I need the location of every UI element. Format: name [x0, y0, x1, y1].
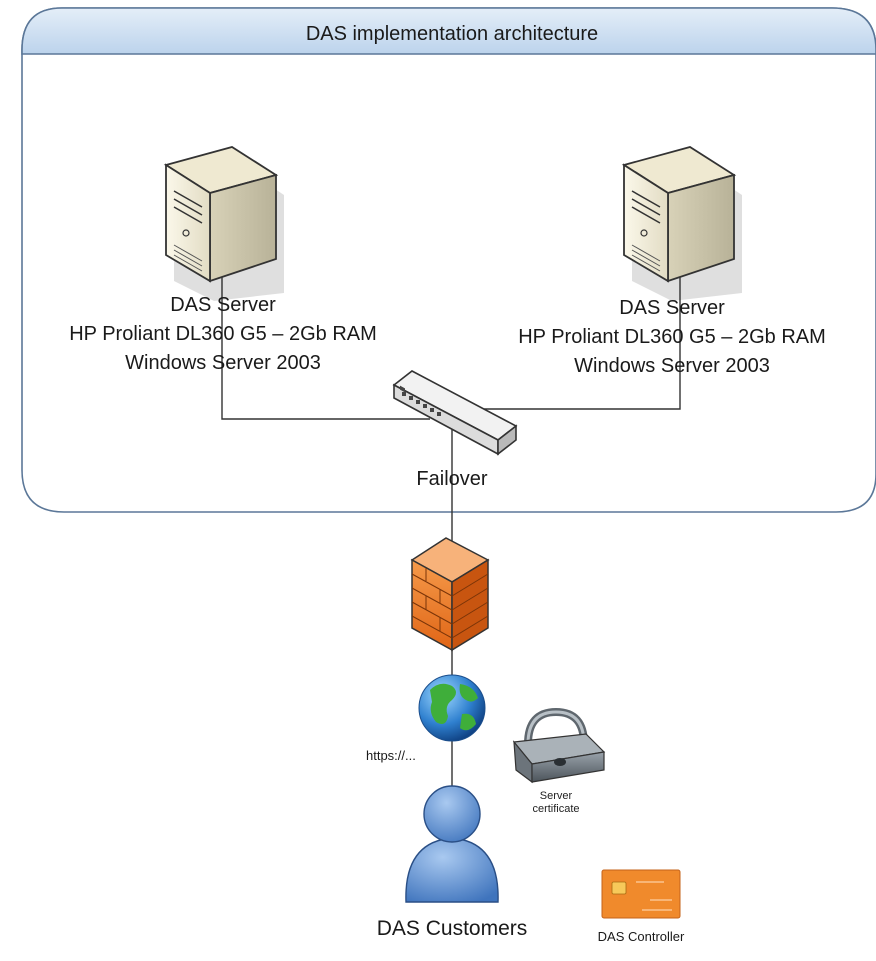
- globe-icon: [418, 674, 486, 742]
- https-label: https://...: [366, 748, 416, 763]
- server-tower-icon: [621, 146, 742, 301]
- panel-title: DAS implementation architecture: [306, 23, 598, 45]
- panel-frame: [21, 7, 876, 513]
- network-switch-icon: [392, 370, 518, 456]
- server-tower-icon: [163, 146, 284, 301]
- certificate-label-line2: certificate: [532, 803, 580, 815]
- link-server-right: [480, 235, 681, 410]
- server-hardware: HP Proliant DL360 G5 – 2Gb RAM: [518, 326, 826, 348]
- server-name: DAS Server: [170, 294, 276, 316]
- link-server-left: [221, 235, 430, 420]
- firewall-icon: [410, 537, 490, 652]
- server-label-left: DAS Server HP Proliant DL360 G5 – 2Gb RA…: [12, 291, 434, 378]
- smart-card-icon: [601, 869, 681, 919]
- architecture-panel: DAS implementation architecture: [21, 7, 876, 513]
- server-os: Windows Server 2003: [574, 355, 770, 377]
- user-icon: [405, 785, 499, 903]
- customers-label: DAS Customers: [376, 917, 528, 940]
- certificate-label-line1: Server: [539, 790, 573, 802]
- panel-header: [21, 7, 876, 55]
- padlock-icon: [512, 707, 606, 784]
- server-hardware: HP Proliant DL360 G5 – 2Gb RAM: [69, 323, 377, 345]
- server-os: Windows Server 2003: [125, 352, 321, 374]
- failover-label: Failover: [416, 468, 488, 490]
- server-label-right: DAS Server HP Proliant DL360 G5 – 2Gb RA…: [470, 294, 874, 381]
- certificate-label: Server certificate: [516, 790, 596, 816]
- server-name: DAS Server: [619, 297, 725, 319]
- controller-label: DAS Controller: [597, 929, 685, 944]
